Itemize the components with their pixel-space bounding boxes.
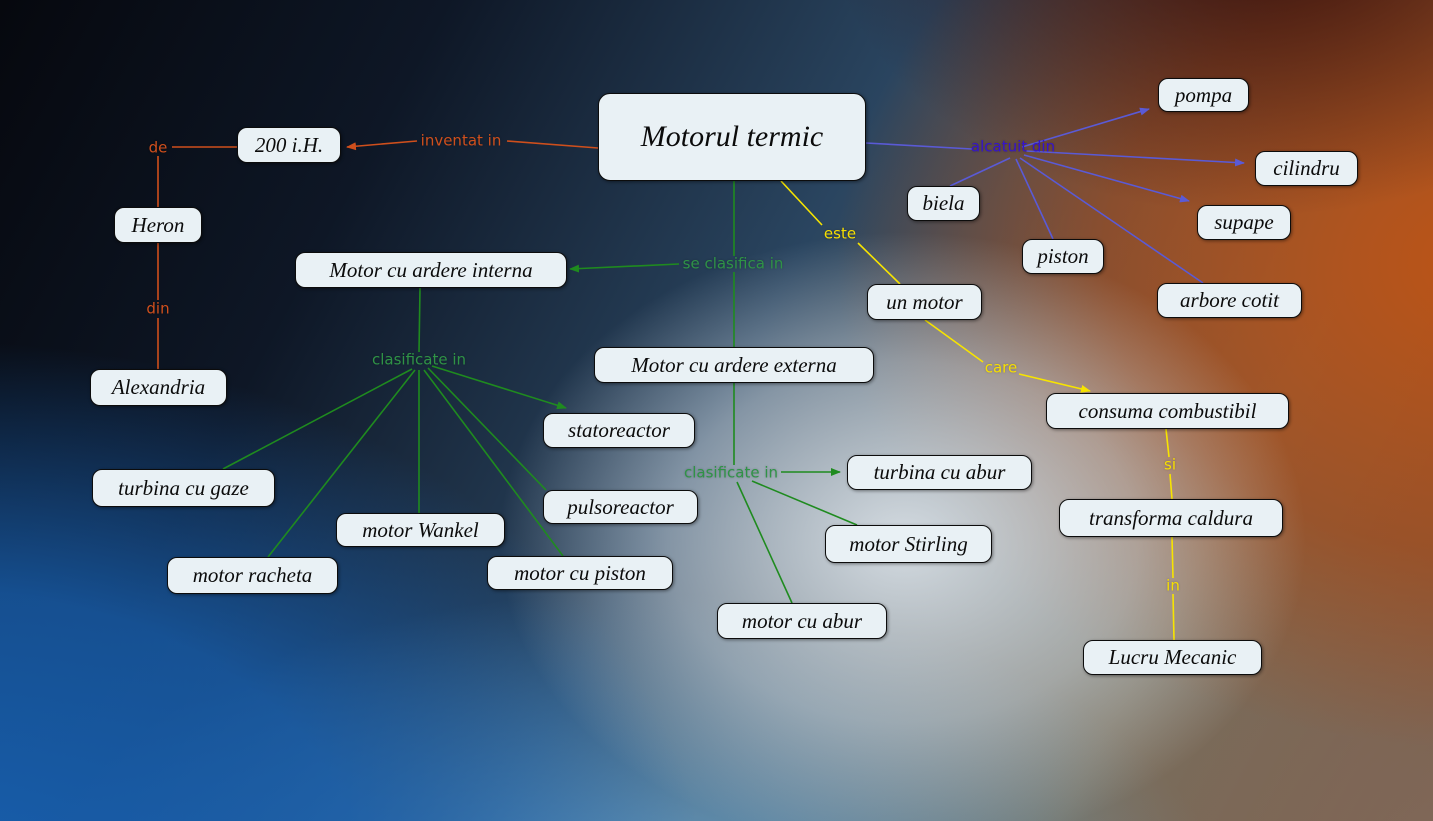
edge-label-este[interactable]: este	[823, 224, 857, 243]
edge-label-si[interactable]: si	[1164, 455, 1176, 474]
edge-termic-to-inventat	[506, 140, 599, 149]
node-statoreactor[interactable]: statoreactor	[543, 413, 695, 448]
edge-hub2-to-stirling	[751, 480, 858, 526]
edge-consuma-to-si	[1165, 428, 1170, 458]
node-motor-cu-abur[interactable]: motor cu abur	[717, 603, 887, 639]
node-motor-cu-ardere-interna[interactable]: Motor cu ardere interna	[295, 252, 567, 288]
node-motor-cu-ardere-externa[interactable]: Motor cu ardere externa	[594, 347, 874, 383]
edge-hub-to-pulsoreactor	[427, 367, 547, 491]
edge-hub3-to-arbore	[1019, 157, 1204, 284]
edge-si-to-transforma	[1169, 473, 1173, 500]
node-turbina-cu-abur[interactable]: turbina cu abur	[847, 455, 1032, 490]
edge-label-clasificate-in-1[interactable]: clasificate in	[371, 350, 467, 369]
node-piston[interactable]: piston	[1022, 239, 1104, 274]
edge-hub-to-gaze	[222, 368, 413, 470]
edge-hub3-to-cilindru	[1025, 150, 1245, 167]
node-heron[interactable]: Heron	[114, 207, 202, 243]
edge-unmotor-to-care	[924, 319, 984, 363]
edge-clasifica-to-interna	[569, 263, 680, 273]
edge-interna-to-hub	[418, 287, 421, 353]
node-arbore-cotit[interactable]: arbore cotit	[1157, 283, 1302, 318]
edge-label-care[interactable]: care	[984, 358, 1018, 377]
node-200-ih[interactable]: 200 i.H.	[237, 127, 341, 163]
edge-inventat-to-200ih	[346, 140, 418, 151]
edge-label-se-clasifica-in[interactable]: se clasifica in	[682, 254, 784, 273]
edge-termic-to-este	[780, 180, 823, 226]
node-supape[interactable]: supape	[1197, 205, 1291, 240]
edge-label-de[interactable]: de	[148, 138, 168, 157]
edge-label-din[interactable]: din	[146, 299, 170, 318]
node-biela[interactable]: biela	[907, 186, 980, 221]
edge-care-to-consuma	[1018, 373, 1091, 393]
node-lucru-mecanic[interactable]: Lucru Mecanic	[1083, 640, 1262, 675]
edge-hub3-to-supape	[1023, 154, 1190, 203]
edge-in-to-lucru	[1172, 593, 1175, 641]
edge-hub-to-statoreactor	[431, 365, 567, 410]
edge-label-clasificate-in-2[interactable]: clasificate in	[683, 463, 779, 482]
node-cilindru[interactable]: cilindru	[1255, 151, 1358, 186]
edge-hub-to-piston-motor	[423, 369, 564, 557]
node-motorul-termic[interactable]: Motorul termic	[598, 93, 866, 181]
node-alexandria[interactable]: Alexandria	[90, 369, 227, 406]
node-turbina-cu-gaze[interactable]: turbina cu gaze	[92, 469, 275, 507]
node-motor-cu-piston[interactable]: motor cu piston	[487, 556, 673, 590]
edge-hub3-to-biela	[949, 157, 1011, 187]
edge-hub3-to-pompa	[1021, 107, 1150, 148]
node-transforma-caldura[interactable]: transforma caldura	[1059, 499, 1283, 537]
edge-hub2-to-motor-abur	[736, 481, 793, 604]
edge-label-alcatuit-din[interactable]: alcatuit din	[970, 137, 1056, 156]
edge-termic-to-alcatuit	[865, 142, 973, 150]
edge-label-inventat-in[interactable]: inventat in	[420, 131, 502, 150]
node-motor-wankel[interactable]: motor Wankel	[336, 513, 505, 547]
node-un-motor[interactable]: un motor	[867, 284, 982, 320]
node-motor-stirling[interactable]: motor Stirling	[825, 525, 992, 563]
node-motor-racheta[interactable]: motor racheta	[167, 557, 338, 594]
edge-este-to-unmotor	[857, 242, 901, 285]
edge-hub3-to-piston	[1015, 158, 1054, 240]
node-pompa[interactable]: pompa	[1158, 78, 1249, 112]
node-pulsoreactor[interactable]: pulsoreactor	[543, 490, 698, 524]
edge-transforma-to-in	[1171, 536, 1174, 579]
edge-hub-to-racheta	[267, 369, 416, 558]
edge-label-in[interactable]: in	[1166, 576, 1180, 595]
node-consuma-combustibil[interactable]: consuma combustibil	[1046, 393, 1289, 429]
